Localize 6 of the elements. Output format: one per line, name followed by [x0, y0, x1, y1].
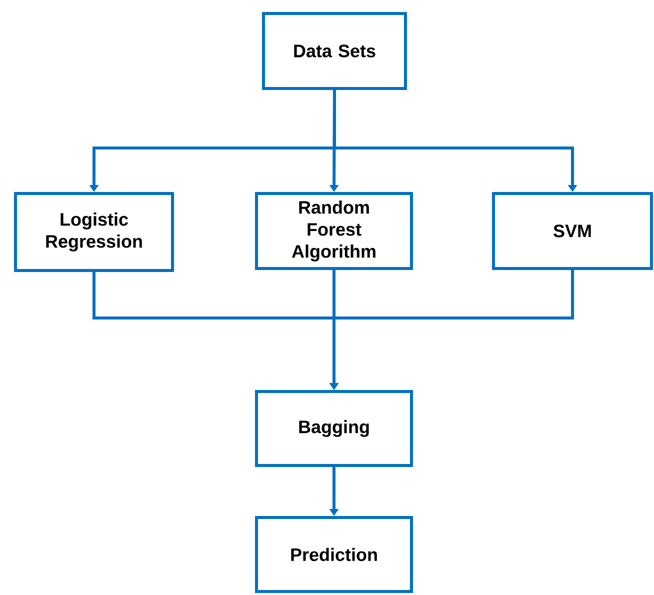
- process-box: Random Forest Algorithm: [255, 192, 413, 270]
- process-box: Logistic Regression: [14, 192, 174, 272]
- process-box: Data Sets: [262, 12, 407, 90]
- process-box: Bagging: [255, 390, 413, 467]
- process-box: Prediction: [255, 516, 413, 593]
- process-box: SVM: [492, 192, 653, 270]
